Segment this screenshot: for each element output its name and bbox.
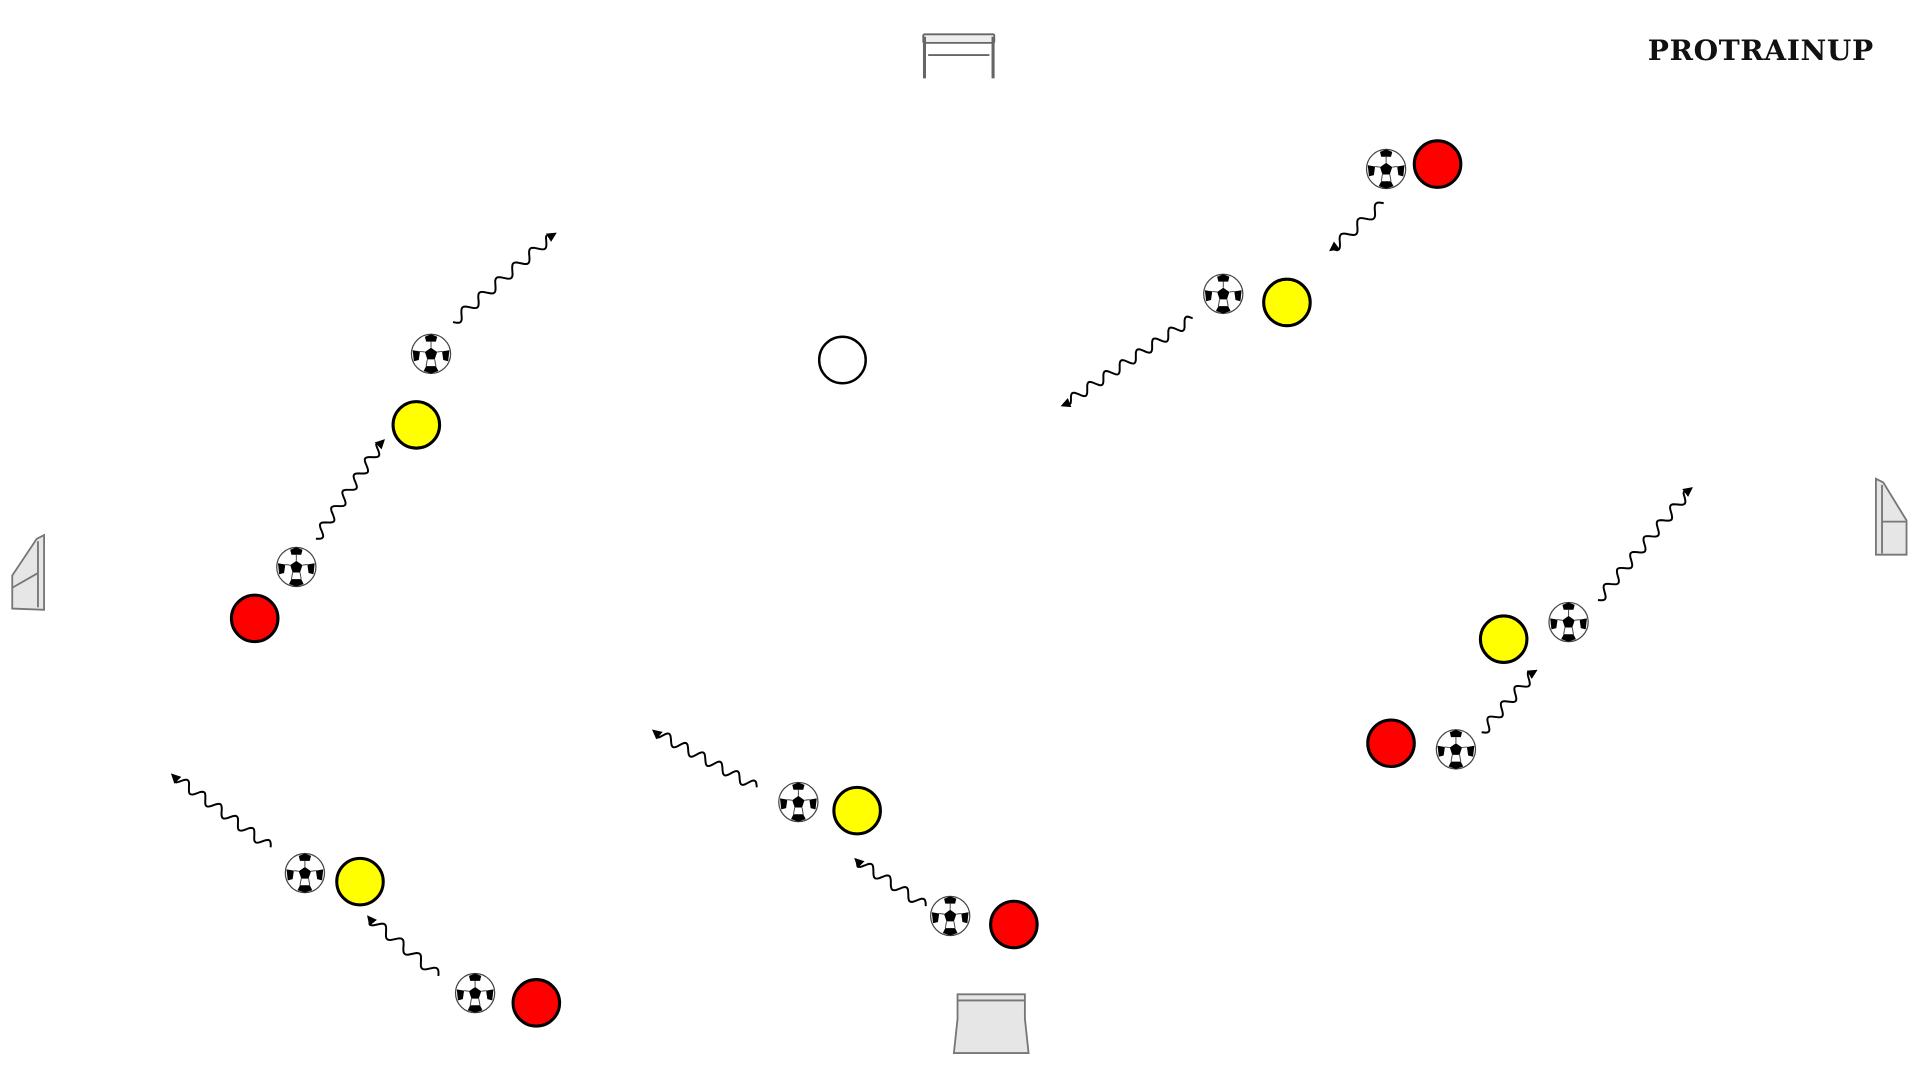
- soccer-ball-icon: [410, 333, 452, 375]
- dribble-arrow-icon: [452, 232, 557, 324]
- soccer-ball-icon: [454, 972, 496, 1014]
- player-yellow: [391, 400, 442, 450]
- soccer-ball-icon: [929, 895, 971, 937]
- goal-left: [11, 533, 45, 611]
- dribble-arrow-icon: [1329, 201, 1384, 252]
- soccer-ball-icon: [276, 546, 317, 588]
- soccer-ball-icon: [1365, 148, 1407, 190]
- dribble-arrow-icon: [315, 439, 385, 540]
- player-neutral-white: [817, 335, 867, 385]
- player-red: [989, 899, 1039, 950]
- dribble-arrow-icon: [170, 773, 272, 848]
- player-red: [1366, 718, 1416, 769]
- dribble-arrow-icon: [367, 915, 440, 977]
- dribble-arrow-icon: [854, 857, 927, 907]
- soccer-ball-icon: [1203, 273, 1244, 315]
- soccer-ball-icon: [1435, 729, 1477, 770]
- goal-bottom: [952, 993, 1030, 1054]
- player-red: [1412, 139, 1463, 189]
- player-yellow: [335, 856, 385, 907]
- soccer-ball-icon: [778, 781, 819, 823]
- player-yellow: [832, 785, 882, 836]
- dribble-arrow-icon: [1597, 487, 1693, 602]
- soccer-ball-icon: [1548, 601, 1589, 643]
- goal-right: [1875, 477, 1908, 556]
- player-red: [229, 593, 280, 644]
- dribble-arrow-icon: [1060, 315, 1194, 408]
- protrainup-logo: PROTRAINUP: [1648, 34, 1874, 67]
- dribble-arrow-icon: [1481, 669, 1538, 734]
- goal-top: [922, 33, 996, 79]
- player-yellow: [1262, 277, 1312, 328]
- soccer-ball-icon: [284, 852, 326, 894]
- dribble-arrow-icon: [651, 729, 758, 788]
- player-yellow: [1478, 614, 1529, 664]
- player-red: [511, 978, 562, 1028]
